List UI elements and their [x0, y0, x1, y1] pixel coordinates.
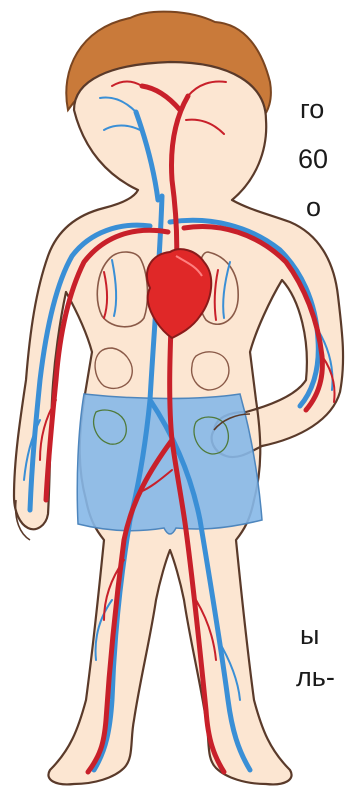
illustration-stage: го 60 о о ы ль-: [0, 0, 350, 794]
human-body-icon: [0, 0, 350, 794]
